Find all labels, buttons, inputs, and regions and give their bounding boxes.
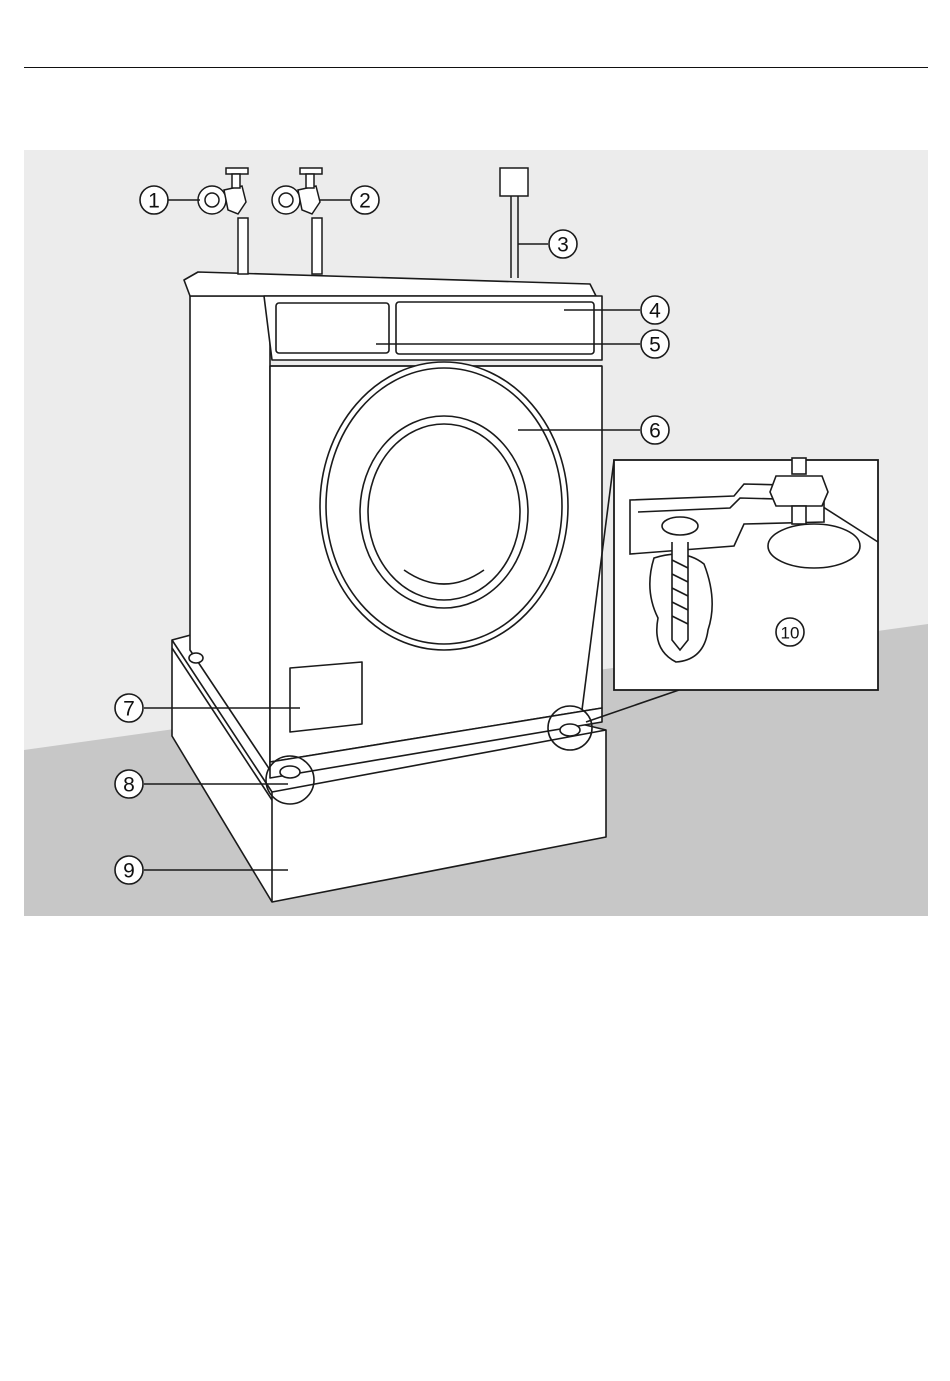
tap-2-handle <box>300 168 322 174</box>
callout-2-label: 2 <box>359 190 371 213</box>
header-rule <box>24 67 928 68</box>
inset-nut <box>770 476 828 506</box>
foot-front-right <box>560 724 580 736</box>
tap-2-stem <box>306 174 314 188</box>
callout-5: 5 <box>641 330 669 358</box>
callout-10: 10 <box>776 618 804 646</box>
callout-8: 8 <box>115 770 143 798</box>
tap-1-body <box>198 186 226 214</box>
callout-1: 1 <box>140 186 168 214</box>
callout-9: 9 <box>115 856 143 884</box>
illustration-svg: 1 2 3 4 5 6 7 8 <box>24 150 928 916</box>
callout-7: 7 <box>115 694 143 722</box>
callout-10-label: 10 <box>781 624 800 643</box>
callout-4: 4 <box>641 296 669 324</box>
hose-2 <box>312 218 322 274</box>
inset-screw-shaft <box>672 542 688 650</box>
detergent-drawer <box>276 303 389 353</box>
callout-8-label: 8 <box>123 774 135 797</box>
callout-6: 6 <box>641 416 669 444</box>
callout-2: 2 <box>351 186 379 214</box>
tap-1-stem <box>232 174 240 188</box>
inset-thread-top <box>792 458 806 474</box>
callout-3: 3 <box>549 230 577 258</box>
appliance-illustration: 1 2 3 4 5 6 7 8 <box>24 150 928 916</box>
foot-rear-left <box>189 653 203 663</box>
callout-6-label: 6 <box>649 420 661 443</box>
inset-screw-head <box>662 517 698 535</box>
callout-5-label: 5 <box>649 334 661 357</box>
inset-foot-pad <box>768 524 860 568</box>
door-glass <box>360 416 528 608</box>
callout-4-label: 4 <box>649 300 661 323</box>
callout-1-label: 1 <box>148 190 160 213</box>
callout-9-label: 9 <box>123 860 135 883</box>
tap-1-handle <box>226 168 248 174</box>
tap-2-body <box>272 186 300 214</box>
foot-front-left <box>280 766 300 778</box>
detail-inset <box>582 458 878 722</box>
inset-thread-bottom <box>792 506 806 524</box>
hose-1 <box>238 218 248 274</box>
callout-3-label: 3 <box>557 234 569 257</box>
access-panel <box>290 662 362 732</box>
callout-7-label: 7 <box>123 698 135 721</box>
power-socket <box>500 168 528 196</box>
